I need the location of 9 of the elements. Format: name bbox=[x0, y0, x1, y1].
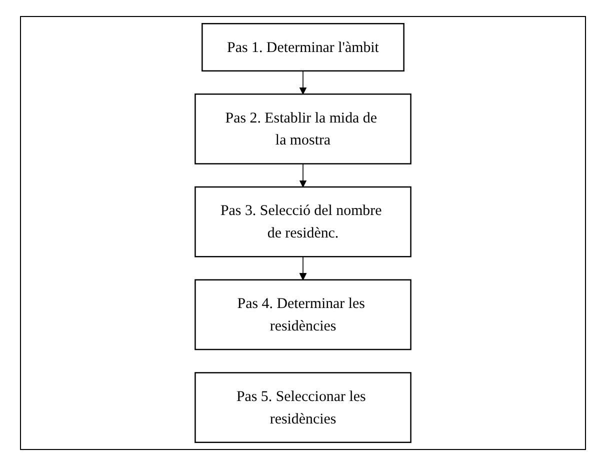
node-box bbox=[202, 23, 404, 72]
node-box bbox=[194, 279, 412, 350]
arrow bbox=[299, 70, 307, 94]
arrow bbox=[299, 256, 307, 280]
node-box bbox=[194, 186, 412, 258]
frame-border: Pas 1. Determinar l'àmbit Pas 2. Establir la mida de la mostra Pas 3. Selecció del nombre de residènc. Pas 4. Determinar les residències Pas 5. Seleccionar les residències bbox=[20, 16, 586, 450]
arrow bbox=[299, 163, 307, 188]
node-box bbox=[194, 372, 412, 443]
node-box bbox=[194, 94, 412, 164]
